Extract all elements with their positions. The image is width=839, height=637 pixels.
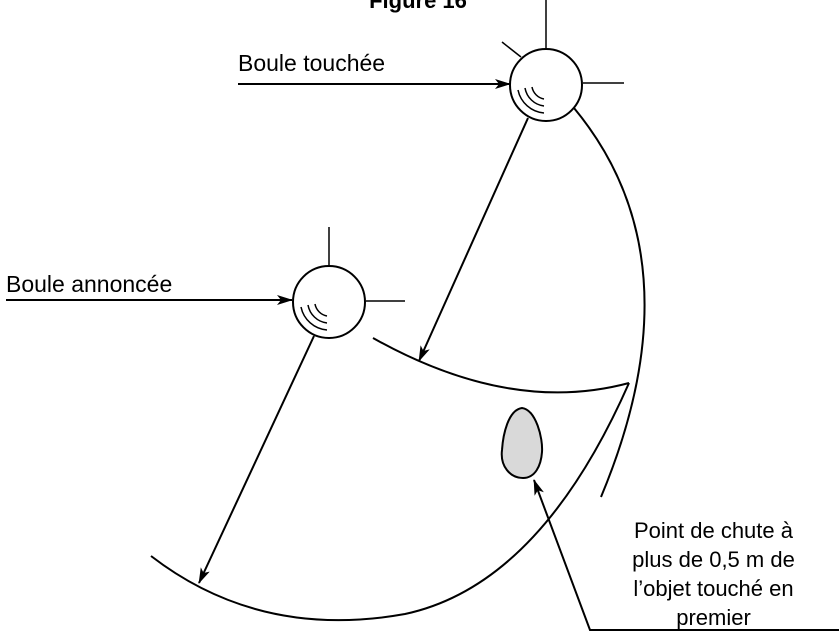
- figure-title: Figure 16: [369, 0, 467, 13]
- announced-ball-label: Boule annoncée: [6, 271, 173, 297]
- announced-ball: [292, 227, 405, 339]
- hit-ball-radius-arrow: [418, 117, 529, 362]
- announced-ball-arc: [150, 382, 630, 622]
- hit-ball-inner-arc: [372, 337, 630, 394]
- note-leader-arrow: [533, 479, 839, 631]
- landing-point-spot: [500, 406, 544, 480]
- note-line: Point de chute à: [633, 518, 793, 543]
- hit-ball-outer-arc: [573, 107, 646, 498]
- hit-ball-label: Boule touchée: [238, 50, 386, 76]
- note-line: plus de 0,5 m de: [632, 547, 795, 572]
- landing-point-note: Point de chute à plus de 0,5 m de l’obje…: [588, 516, 839, 632]
- hit-ball-tick-left: [501, 41, 522, 58]
- announced-ball-radius-arrow: [198, 335, 315, 584]
- hit-ball: [501, 0, 624, 122]
- note-line: premier: [676, 605, 751, 630]
- note-line: l’objet touché en: [633, 576, 794, 601]
